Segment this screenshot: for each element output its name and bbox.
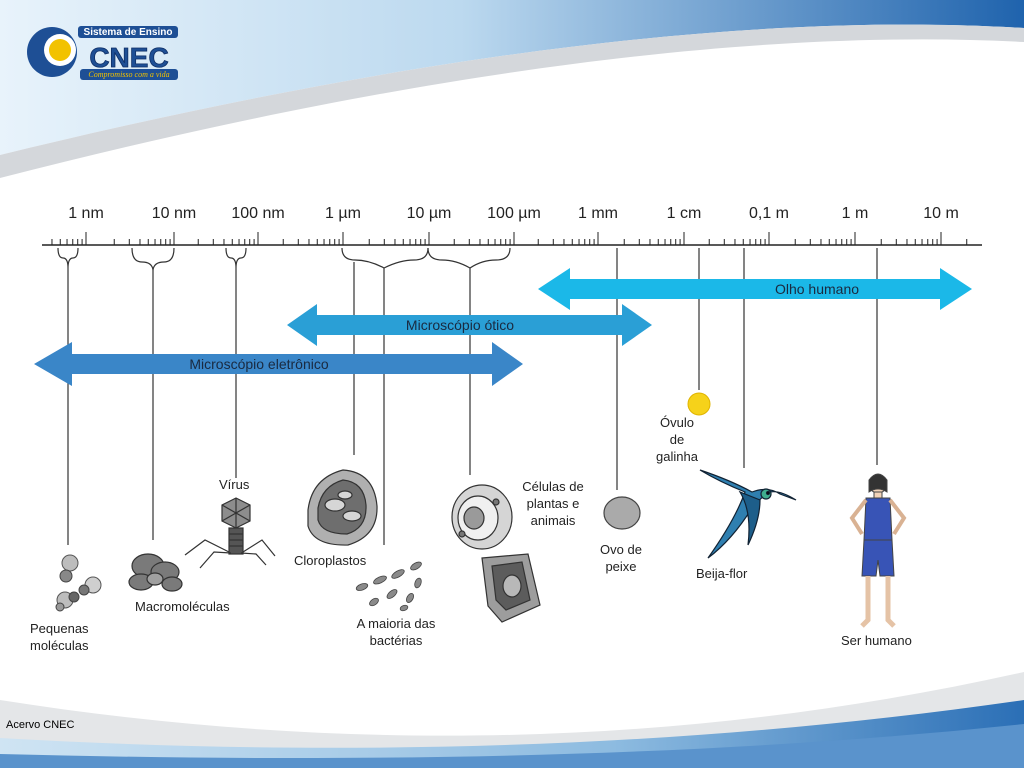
footer-credit: Acervo CNEC [6, 719, 75, 731]
label-virus: Vírus [219, 477, 250, 492]
label-pequenas-moleculas: Pequenas moléculas [30, 621, 89, 653]
logo-top-line: Sistema de Ensino [84, 27, 173, 38]
label-cloroplastos: Cloroplastos [294, 553, 367, 568]
scale-label: 100 µm [487, 205, 541, 222]
cnec-logo: Sistema de Ensino CNEC Compromisso com a… [27, 26, 178, 80]
scale-labels: 1 nm 10 nm 100 nm 1 µm 10 µm 100 µm 1 mm 1 cm 0,… [68, 205, 959, 222]
label-ovo-de-peixe: Ovo de peixe [600, 542, 642, 574]
scale-label: 100 nm [231, 205, 284, 222]
hummingbird-image [699, 469, 797, 559]
label-ovulo-de-galinha: Óvulo de galinha [656, 415, 698, 464]
range-label: Microscópio ótico [406, 317, 514, 333]
scale-ticks [51, 232, 968, 245]
chicken-egg-image [687, 392, 711, 416]
small-molecules-image [55, 554, 102, 612]
scale-label: 0,1 m [749, 205, 789, 222]
range-microscopio-otico: Microscópio ótico [287, 304, 652, 346]
virus-image [184, 497, 276, 569]
range-microscopio-eletronico: Microscópio eletrônico [34, 342, 523, 386]
scale-label: 1 mm [578, 205, 618, 222]
range-braces [57, 247, 511, 271]
label-beija-flor: Beija-flor [696, 566, 748, 581]
label-ser-humano: Ser humano [841, 633, 912, 648]
macromolecules-image [128, 553, 183, 592]
scale-label: 1 nm [68, 205, 104, 222]
label-celulas: Células de plantas e animais [522, 479, 584, 528]
label-macromoleculas: Macromoléculas [135, 599, 230, 614]
logo-tagline: Compromisso com a vida [88, 70, 169, 79]
scale-label: 1 cm [667, 205, 702, 222]
bacteria-image [355, 561, 422, 612]
human-image [849, 473, 907, 628]
scale-label: 10 m [923, 205, 959, 222]
scale-label: 1 m [842, 205, 869, 222]
range-olho-humano: Olho humano [538, 268, 972, 310]
scale-label: 10 µm [407, 205, 452, 222]
scale-label: 10 nm [152, 205, 196, 222]
scale-label: 1 µm [325, 205, 361, 222]
logo-brand: CNEC [89, 42, 168, 73]
cells-image [451, 484, 541, 623]
fish-egg-image [603, 496, 641, 530]
range-label: Microscópio eletrônico [189, 356, 328, 372]
range-label: Olho humano [775, 281, 859, 297]
chloroplast-image [307, 469, 378, 546]
label-bacterias: A maioria das bactérias [356, 616, 436, 648]
